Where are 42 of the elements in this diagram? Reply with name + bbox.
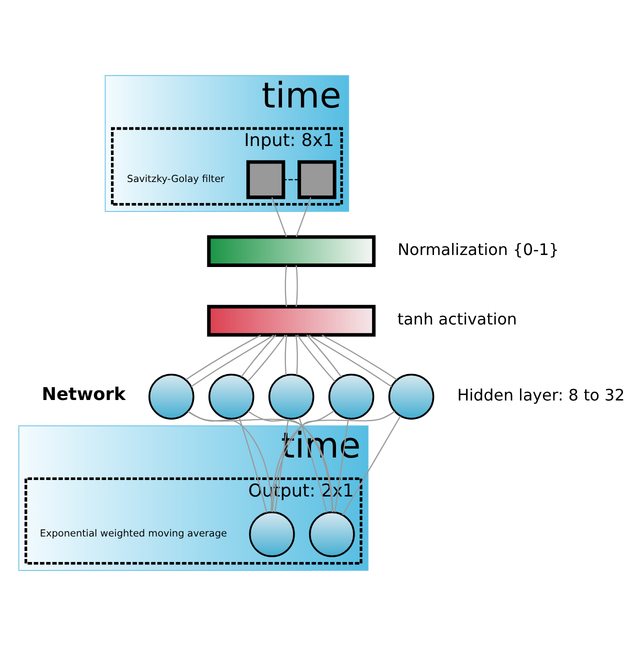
node-circle bbox=[308, 511, 355, 558]
connector bbox=[284, 334, 288, 376]
node-label: Savitzky-Golay filter bbox=[127, 174, 225, 186]
node-circle bbox=[268, 374, 314, 420]
node-circle bbox=[328, 374, 374, 420]
node-circle bbox=[208, 374, 254, 420]
connector bbox=[284, 179, 300, 180]
node-label: Normalization {0-1} bbox=[398, 240, 560, 259]
connector bbox=[248, 410, 333, 512]
node-bar bbox=[207, 235, 376, 267]
connector bbox=[342, 416, 401, 516]
connector bbox=[188, 410, 273, 512]
connector bbox=[188, 411, 334, 512]
connector bbox=[296, 265, 298, 307]
connector bbox=[334, 418, 349, 512]
node-bar bbox=[207, 304, 376, 337]
connector bbox=[247, 334, 286, 382]
connector bbox=[272, 410, 334, 512]
connector bbox=[296, 197, 312, 237]
connector bbox=[296, 334, 336, 382]
connector bbox=[295, 334, 298, 376]
node-circle bbox=[249, 511, 295, 558]
node-box bbox=[298, 160, 336, 200]
connector bbox=[238, 417, 268, 513]
node-circle bbox=[148, 374, 194, 420]
label: Network bbox=[42, 385, 126, 406]
connector bbox=[186, 334, 262, 380]
node-label: tanh activation bbox=[397, 310, 517, 329]
connector bbox=[271, 197, 287, 237]
connector bbox=[241, 334, 276, 378]
node-box bbox=[246, 160, 286, 200]
node-circle bbox=[388, 374, 434, 420]
connector bbox=[190, 334, 274, 388]
connector bbox=[322, 334, 398, 380]
connector bbox=[270, 411, 396, 512]
connector bbox=[298, 417, 328, 513]
connector bbox=[284, 265, 288, 307]
connector bbox=[274, 418, 289, 512]
connector bbox=[306, 334, 342, 378]
label: Hidden layer: 8 to 32 bbox=[457, 386, 625, 405]
connector bbox=[308, 334, 392, 388]
node-label: Exponential weighted moving average bbox=[40, 528, 227, 540]
